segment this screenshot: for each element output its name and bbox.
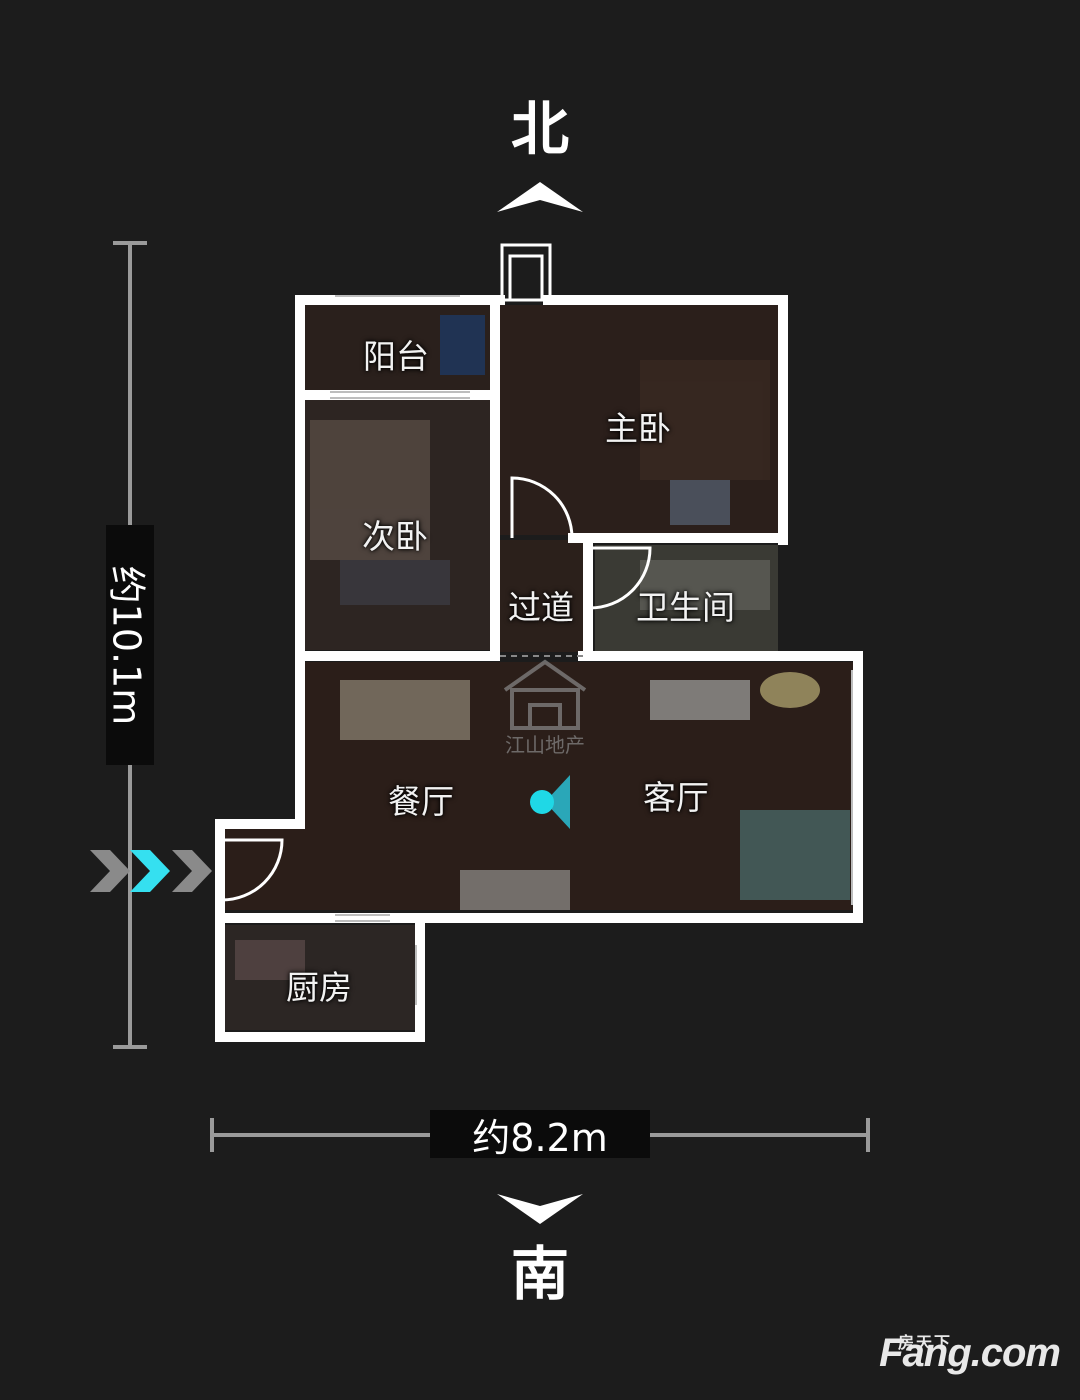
bathroom-fixture <box>640 560 770 610</box>
room-label-bathroom: 卫生间 <box>636 588 735 627</box>
outer-wall-south <box>215 913 863 1042</box>
master-bedroom-bedding <box>670 480 730 525</box>
brand-logo-subtext: 房天下 <box>897 1333 952 1352</box>
room-label-dining-room: 餐厅 <box>388 782 454 821</box>
master-bedroom-door <box>510 476 574 539</box>
entry-door <box>221 838 284 902</box>
second-bedroom-bed <box>310 420 430 560</box>
room-label-living-room: 客厅 <box>643 778 709 817</box>
brand-logo-text: Fang.com <box>879 1331 1061 1375</box>
furniture <box>235 315 850 980</box>
width-dimension-label: 约8.2m <box>430 1110 650 1160</box>
living-wall-art <box>740 810 850 900</box>
balcony-sliding-door <box>330 391 470 399</box>
balcony-laundry <box>440 315 485 375</box>
room-label-corridor: 过道 <box>508 588 574 627</box>
room-label-second-bedroom: 次卧 <box>362 517 428 556</box>
living-table <box>760 672 820 708</box>
second-bedroom-rug <box>340 560 450 605</box>
south-arrow-icon <box>497 1194 583 1224</box>
room-label-balcony: 阳台 <box>363 337 429 376</box>
view-cone-icon <box>545 775 570 829</box>
north-arrow-icon <box>497 182 583 212</box>
dining-table <box>340 680 470 740</box>
master-bedroom-desk <box>640 360 770 480</box>
outer-wall-west <box>215 295 305 1042</box>
dimension-lines <box>113 241 870 1152</box>
bathroom-door <box>589 546 652 610</box>
living-sofa <box>650 680 750 720</box>
viewer-position-marker <box>530 790 554 814</box>
entry-arrows-icon <box>90 850 212 892</box>
watermark-text: 江山地产 <box>505 733 585 757</box>
hall-cabinet <box>460 870 570 910</box>
room-label-kitchen: 厨房 <box>286 968 352 1007</box>
corridor-floor <box>500 540 585 652</box>
kitchen-counter <box>235 940 305 980</box>
compass-south-label: 南 <box>510 1240 569 1308</box>
compass-north-label: 北 <box>510 95 569 163</box>
doors <box>221 476 652 902</box>
room-label-master-bedroom: 主卧 <box>605 409 671 448</box>
north-duct <box>500 243 552 302</box>
watermark-logo-icon <box>503 659 587 730</box>
outer-wall-east <box>578 651 863 923</box>
depth-dimension-label: 约10.1m <box>105 525 154 765</box>
kitchen-sliding-door <box>335 914 390 922</box>
brand-logo: 房天下 Fang.com <box>879 1331 1061 1376</box>
walls <box>215 295 863 1042</box>
windows <box>330 295 853 1005</box>
